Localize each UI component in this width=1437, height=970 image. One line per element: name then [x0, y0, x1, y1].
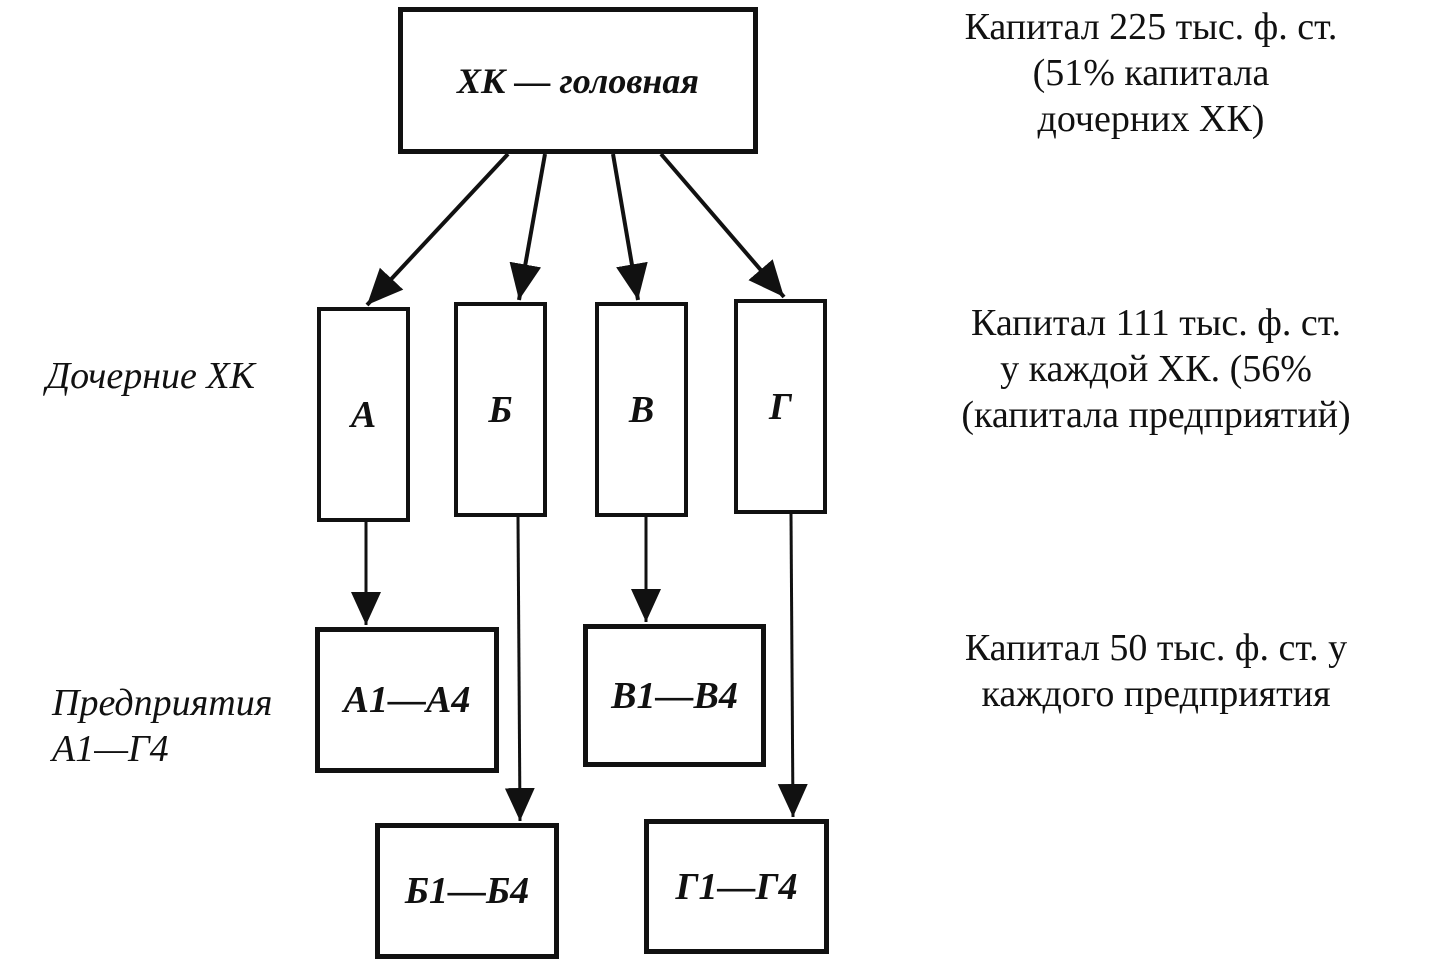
enterprises-capital-note-line-1: Капитал 50 тыс. ф. ст. у — [964, 627, 1348, 669]
enterprise-box-a: А1—А4 — [315, 627, 499, 773]
enterprises-capital-note-line-2: каждого предприятия — [981, 673, 1331, 715]
subsidiary-box-a: А — [317, 307, 410, 522]
arrow-head-to-v — [611, 153, 648, 301]
head-holding-label: ХК — головная — [457, 60, 699, 101]
enterprise-label-g: Г1—Г4 — [675, 865, 798, 908]
enterprise-box-b: Б1—Б4 — [375, 823, 559, 959]
subsidiary-label-b: Б — [488, 388, 513, 431]
subsidiary-label-v: В — [628, 388, 655, 431]
arrow-head-to-b — [509, 153, 547, 301]
arrow-b-to-b1b4 — [504, 516, 535, 822]
enterprise-box-v: В1—В4 — [583, 624, 766, 767]
enterprises-row-label-line-1: Предприятия — [52, 682, 273, 724]
subsidiary-box-g: Г — [734, 299, 827, 514]
enterprise-label-v: В1—В4 — [611, 674, 738, 717]
subsidiary-box-v: В — [595, 302, 688, 517]
enterprise-label-b: Б1—Б4 — [404, 870, 530, 912]
head-holding-box: ХК — головная — [398, 7, 758, 154]
enterprises-capital-note: Капитал 50 тыс. ф. ст. у каждого предпри… — [916, 625, 1396, 717]
enterprises-row-label-line-2: А1—Г4 — [52, 728, 169, 770]
subsidiaries-row-label: Дочерние ХК — [46, 355, 255, 397]
subsidiaries-capital-note: Капитал 111 тыс. ф. ст. у каждой ХК. (56… — [916, 300, 1396, 438]
arrow-head-to-a — [365, 152, 510, 307]
enterprises-row-label: Предприятия А1—Г4 — [52, 680, 272, 772]
subsidiary-label-g: Г — [769, 385, 792, 428]
enterprise-box-g: Г1—Г4 — [644, 819, 829, 954]
head-capital-note: Капитал 225 тыс. ф. ст. (51% капитала до… — [916, 4, 1386, 142]
subsidiaries-capital-note-line-2: у каждой ХК. (56% — [1000, 348, 1312, 390]
head-capital-note-line-2: (51% капитала — [1032, 52, 1270, 94]
arrow-g-to-g1g4 — [777, 513, 808, 818]
arrow-head-to-g — [659, 152, 786, 299]
subsidiaries-capital-note-line-3: (капитала предприятий) — [961, 394, 1351, 436]
subsidiaries-capital-note-line-1: Капитал 111 тыс. ф. ст. — [970, 302, 1342, 344]
enterprise-label-a: А1—А4 — [343, 679, 471, 721]
subsidiary-box-b: Б — [454, 302, 547, 517]
head-capital-note-line-1: Капитал 225 тыс. ф. ст. — [964, 6, 1338, 48]
head-capital-note-line-3: дочерних ХК) — [1037, 98, 1265, 140]
subsidiary-label-a: А — [350, 393, 377, 436]
